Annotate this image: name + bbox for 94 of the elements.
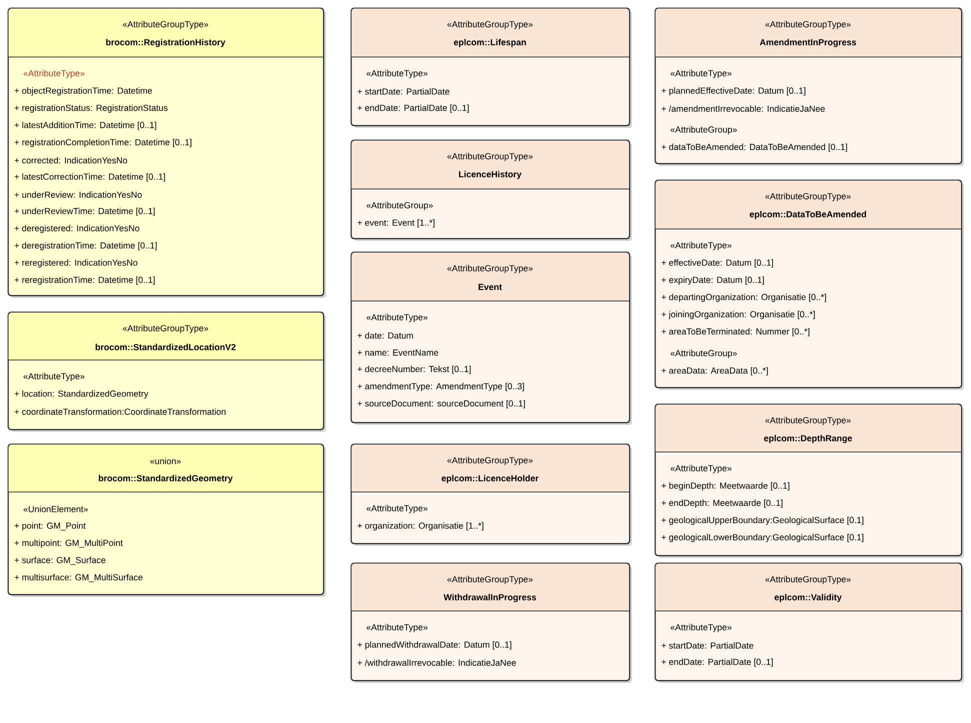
attribute-row: + multisurface: GM_MultiSurface: [14, 574, 142, 582]
attribute-row: + dataToBeAmended: DataToBeAmended [0..1]: [662, 144, 848, 152]
class-name: brocom::StandardizedLocationV2: [96, 344, 236, 350]
attribute-row: + joiningOrganization: Organisatie [0..*]: [662, 310, 815, 320]
stereotype: «AttributeGroupType»: [447, 152, 533, 162]
attribute-row: + plannedWithdrawalDate: Datum [0..1]: [358, 641, 512, 650]
class-name: LicenceHistory: [459, 170, 522, 180]
attribute-row: + endDate: PartialDate [0..1]: [358, 104, 469, 113]
attribute-row: + registrationStatus: RegistrationStatus: [14, 104, 168, 113]
class-name: brocom::StandardizedGeometry: [98, 474, 233, 484]
attribute-row: + underReviewTime: Datetime [0..1]: [14, 208, 155, 216]
attribute-row: + areaData: AreaData [0..*]: [662, 367, 768, 376]
stereotype: «AttributeGroupType»: [447, 576, 533, 584]
attribute-row: + endDate: PartialDate [0..1]: [662, 658, 773, 667]
stereotype: «AttributeGroupType»: [447, 20, 533, 30]
section-stereotype: «UnionElement»: [24, 506, 88, 512]
class-box: [350, 444, 632, 546]
stereotype: «AttributeGroupType»: [765, 20, 851, 30]
attribute-row: + /withdrawalIrrevocable: IndicatieJaNee: [358, 659, 516, 666]
attribute-row: + underReview: IndicationYesNo: [14, 191, 142, 198]
attribute-row: + plannedEffectiveDate: Datum [0..1]: [662, 87, 806, 96]
attribute-row: + surface: GM_Surface: [14, 556, 106, 565]
stereotype: «union»: [150, 458, 181, 464]
section-stereotype: «AttributeType»: [670, 624, 732, 632]
attribute-row: + beginDepth: Meetwaarde [0..1]: [662, 482, 790, 490]
section-stereotype: «AttributeType»: [24, 70, 84, 78]
class-name: eplcom::DataToBeAmended: [750, 210, 866, 220]
attribute-row: + areaToBeTerminated: Nummer [0..*]: [662, 328, 810, 336]
section-stereotype: «AttributeGroup»: [670, 350, 737, 358]
class-box: [654, 8, 964, 166]
attribute-row: + deregistered: IndicationYesNo: [14, 224, 140, 234]
class-box: [8, 8, 326, 298]
attribute-row: + decreeNumber: Tekst [0..1]: [358, 366, 471, 374]
stereotype: «AttributeGroupType»: [447, 456, 533, 466]
attribute-row: + endDepth: Meetwaarde [0..1]: [662, 500, 782, 508]
section-stereotype: «AttributeType»: [366, 314, 428, 322]
attribute-row: + /amendmentIrrevocable: IndicatieJaNee: [662, 105, 825, 112]
attribute-row: + amendmentType: AmendmentType [0..3]: [358, 382, 524, 392]
class-name: brocom::RegistrationHistory: [106, 38, 226, 48]
stereotype: «AttributeGroupType»: [122, 324, 208, 334]
attribute-row: + startDate: PartialDate: [358, 88, 450, 95]
attribute-row: + registrationCompletionTime: Datetime [0..1]: [14, 138, 192, 148]
attribute-row: + corrected: IndicationYesNo: [14, 156, 128, 164]
attribute-row: + location: StandardizedGeometry: [14, 390, 148, 398]
class-box: [654, 562, 964, 683]
attribute-row: + geologicalLowerBoundary:GeologicalSurface [0.1]: [662, 534, 864, 542]
section-stereotype: «AttributeType»: [366, 70, 428, 78]
section-stereotype: «AttributeGroup»: [670, 126, 737, 134]
class-name: eplcom::DepthRange: [764, 434, 852, 444]
attribute-row: + startDate: PartialDate: [662, 642, 754, 649]
stereotype: «AttributeGroupType»: [765, 192, 851, 202]
attribute-row: + effectiveDate: Datum [0..1]: [662, 259, 773, 268]
section-stereotype: «AttributeType»: [670, 464, 732, 474]
class-box: [350, 140, 632, 241]
attribute-row: + geologicalUpperBoundary:GeologicalSurface [0.1]: [662, 516, 864, 525]
attribute-row: + latestAdditionTime: Datetime [0..1]: [14, 122, 156, 130]
section-stereotype: «AttributeGroup»: [366, 202, 433, 210]
attribute-row: + latestCorrectionTime: Datetime [0..1]: [14, 173, 165, 182]
attribute-row: + point: GM_Point: [14, 522, 86, 530]
class-box: [350, 252, 632, 425]
attribute-row: + sourceDocument: sourceDocument [0..1]: [358, 400, 525, 408]
stereotype: «AttributeGroupType»: [765, 576, 851, 584]
attribute-row: + organization: Organisatie [1..*]: [358, 522, 484, 530]
attribute-row: + deregistrationTime: Datetime [0..1]: [14, 242, 157, 250]
class-name: eplcom::LicenceHolder: [442, 474, 539, 484]
attribute-row: + expiryDate: Datum [0..1]: [662, 276, 764, 285]
attribute-row: + date: Datum: [358, 332, 413, 339]
stereotype: «AttributeGroupType»: [765, 416, 851, 426]
class-name: AmendmentInProgress: [760, 38, 856, 48]
class-box: [350, 8, 632, 128]
class-box: [8, 444, 326, 597]
class-name: Event: [478, 284, 502, 290]
attribute-row: + name: EventName: [358, 350, 438, 356]
attribute-row: + coordinateTransformation:CoordinateTransformation: [14, 408, 226, 415]
section-stereotype: «AttributeType»: [366, 504, 428, 514]
attribute-row: + departingOrganization: Organisatie [0..*]: [662, 294, 826, 302]
class-name: eplcom::Lifespan: [454, 38, 526, 48]
stereotype: «AttributeGroupType»: [122, 20, 208, 30]
class-name: WithdrawalInProgress: [444, 594, 536, 602]
attribute-row: + reregistered: IndicationYesNo: [14, 259, 138, 268]
attribute-row: + reregistrationTime: Datetime [0..1]: [14, 276, 155, 285]
section-stereotype: «AttributeType»: [670, 70, 732, 78]
attribute-row: + multipoint: GM_MultiPoint: [14, 540, 123, 548]
class-box: [8, 312, 326, 432]
stereotype: «AttributeGroupType»: [447, 264, 533, 274]
section-stereotype: «AttributeType»: [670, 242, 732, 250]
attribute-row: + objectRegistrationTime: Datetime: [14, 87, 152, 96]
class-box: [654, 404, 964, 558]
section-stereotype: «AttributeType»: [24, 372, 84, 382]
class-box: [654, 180, 964, 390]
section-stereotype: «AttributeType»: [366, 624, 428, 632]
class-box: [350, 562, 632, 683]
attribute-row: + event: Event [1..*]: [358, 219, 434, 228]
class-name: eplcom::Validity: [774, 594, 842, 602]
